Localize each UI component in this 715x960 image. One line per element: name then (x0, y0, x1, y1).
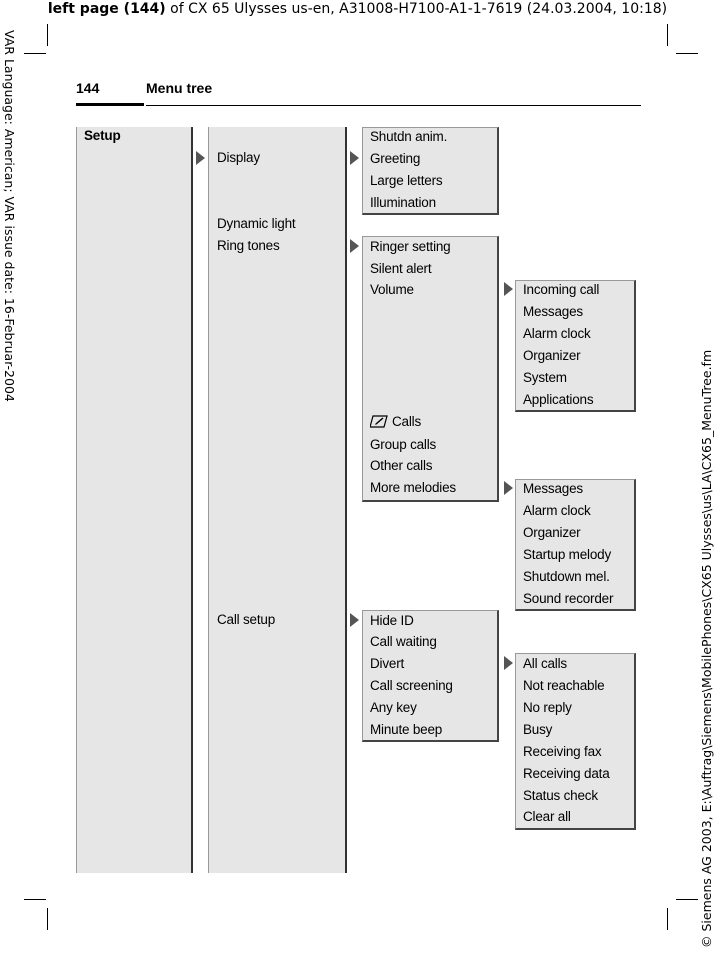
menu-item-call-setup: Call setup (217, 612, 276, 627)
menu-item: Messages (523, 304, 583, 319)
menu-item: All calls (523, 656, 567, 671)
menu-column-1: Setup (76, 127, 193, 873)
header-rule (146, 105, 641, 106)
menu-item-volume: Volume (370, 282, 414, 297)
file-header-line: left page (144) of CX 65 Ulysses us-en, … (0, 0, 715, 18)
ring-tones-submenu: Ringer setting Silent alert Volume Calls… (362, 236, 499, 502)
menu-item: Call waiting (370, 634, 437, 649)
menu-item-dynamic-light: Dynamic light (217, 216, 296, 231)
submenu-arrow-icon (196, 151, 205, 165)
crop-mark (47, 908, 48, 930)
crop-mark (24, 53, 46, 54)
menu-item: Hide ID (370, 613, 414, 628)
calls-label: Calls (392, 414, 422, 429)
menu-item-other-calls: Other calls (370, 458, 433, 473)
menu-item: No reply (523, 700, 572, 715)
crop-mark (676, 53, 698, 54)
menu-item: Incoming call (523, 282, 600, 297)
crop-mark (667, 908, 668, 930)
menu-item: Applications (523, 392, 594, 407)
menu-item: Busy (523, 722, 553, 737)
menu-item: Divert (370, 656, 405, 671)
crop-mark (24, 899, 46, 900)
menu-item: Shutdn anim. (370, 129, 448, 144)
file-header-bold: left page (144) (47, 1, 166, 17)
submenu-arrow-icon (504, 282, 513, 296)
more-melodies-submenu: Messages Alarm clock Organizer Startup m… (515, 479, 636, 611)
menu-item-silent-alert: Silent alert (370, 261, 432, 276)
menu-item: Minute beep (370, 722, 443, 737)
volume-submenu: Incoming call Messages Alarm clock Organ… (515, 280, 636, 412)
page-title: Menu tree (146, 80, 213, 96)
file-header-rest: of CX 65 Ulysses us-en, A31008-H7100-A1-… (165, 1, 668, 17)
menu-item: Call screening (370, 678, 453, 693)
menu-item: Greeting (370, 151, 421, 166)
menu-item-group-calls: Group calls (370, 437, 437, 452)
menu-item: Messages (523, 481, 583, 496)
menu-item: Clear all (523, 809, 571, 824)
menu-item-more-melodies: More melodies (370, 480, 456, 495)
menu-item: Organizer (523, 525, 581, 540)
menu-item: Not reachable (523, 678, 605, 693)
menu-item: Any key (370, 700, 417, 715)
submenu-arrow-icon (350, 151, 359, 165)
menu-item-display: Display (217, 150, 260, 165)
menu-item: Receiving data (523, 766, 610, 781)
menu-item: Alarm clock (523, 326, 591, 341)
menu-item: Large letters (370, 173, 443, 188)
menu-item-ring-tones: Ring tones (217, 238, 280, 253)
call-setup-submenu: Hide ID Call waiting Divert Call screeni… (362, 610, 499, 742)
menu-item: Startup melody (523, 547, 611, 562)
page-number: 144 (76, 80, 100, 96)
menu-item: Receiving fax (523, 744, 602, 759)
crop-mark (676, 899, 698, 900)
submenu-arrow-icon (350, 239, 359, 253)
side-right-text: © Siemens AG 2003, E:\Auftrag\Siemens\Mo… (699, 349, 714, 948)
menu-item: Organizer (523, 348, 581, 363)
submenu-arrow-icon (350, 613, 359, 627)
menu-item-setup: Setup (84, 128, 121, 143)
menu-item: Status check (523, 788, 598, 803)
menu-item-ringer-setting: Ringer setting (370, 239, 451, 254)
menu-item: System (523, 370, 567, 385)
menu-item: Shutdown mel. (523, 569, 610, 584)
divert-submenu: All calls Not reachable No reply Busy Re… (515, 653, 636, 830)
menu-item: Sound recorder (523, 591, 614, 606)
menu-column-2: Display Dynamic light Ring tones Call se… (208, 127, 347, 873)
crop-mark (667, 24, 668, 46)
submenu-arrow-icon (504, 481, 513, 495)
submenu-arrow-icon (504, 656, 513, 670)
menu-item: Alarm clock (523, 503, 591, 518)
notebook-pen-icon (370, 415, 388, 428)
side-left-text: VAR Language: American; VAR issue date: … (2, 30, 17, 402)
menu-item: Illumination (370, 195, 436, 210)
crop-mark (47, 24, 48, 46)
header-rule-thick (76, 103, 144, 106)
display-submenu: Shutdn anim. Greeting Large letters Illu… (362, 127, 499, 215)
menu-item-calls: Calls (370, 414, 421, 430)
